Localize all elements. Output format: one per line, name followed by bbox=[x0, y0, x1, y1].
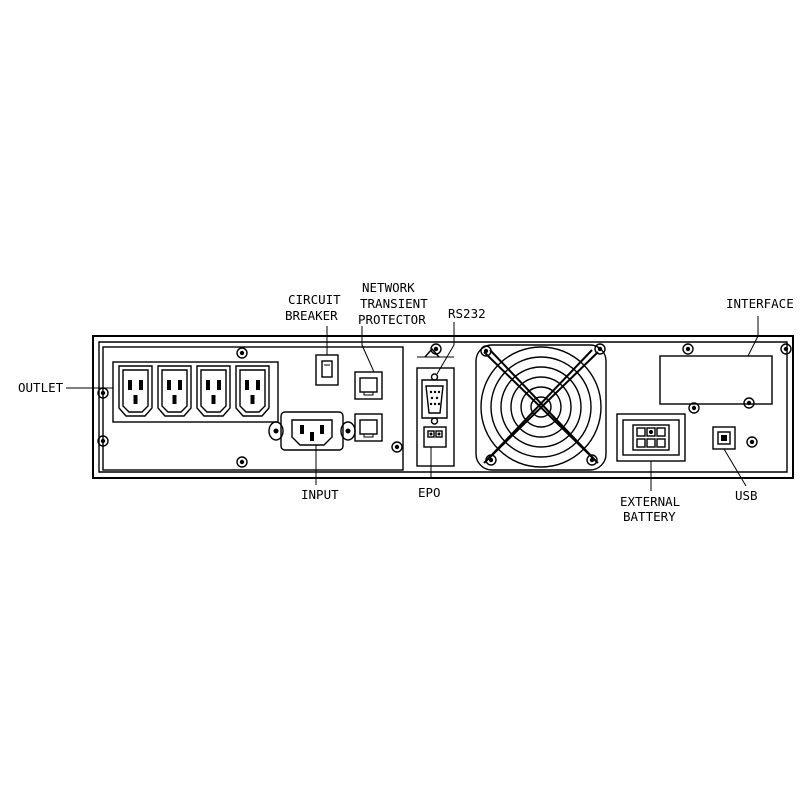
leader-lines bbox=[66, 316, 759, 491]
label-network-line1: NETWORK bbox=[362, 280, 415, 295]
label-battery-line1: EXTERNAL bbox=[620, 494, 680, 509]
label-epo: EPO bbox=[418, 485, 441, 500]
circuit-breaker bbox=[315, 354, 339, 386]
screw bbox=[682, 343, 694, 355]
label-network-line2: TRANSIENT bbox=[360, 296, 428, 311]
label-interface: INTERFACE bbox=[726, 296, 794, 311]
power-panel bbox=[102, 346, 404, 471]
ups-chassis bbox=[92, 335, 794, 479]
label-usb: USB bbox=[735, 488, 758, 503]
iec-outlet bbox=[196, 365, 231, 417]
label-rs232: RS232 bbox=[448, 306, 486, 321]
label-input: INPUT bbox=[301, 487, 339, 502]
outlet-block bbox=[112, 361, 279, 423]
screw bbox=[236, 347, 248, 359]
screw bbox=[743, 397, 755, 409]
external-battery-connector bbox=[616, 413, 686, 462]
screw bbox=[236, 456, 248, 468]
communication-module bbox=[416, 347, 455, 467]
screw bbox=[97, 435, 109, 447]
iec-outlet bbox=[157, 365, 192, 417]
epo-connector bbox=[423, 426, 447, 448]
ac-input-socket bbox=[268, 411, 356, 451]
cooling-fan bbox=[475, 344, 607, 471]
usb-port bbox=[712, 426, 736, 450]
screw bbox=[746, 436, 758, 448]
screw bbox=[391, 441, 403, 453]
label-outlet: OUTLET bbox=[18, 380, 64, 395]
label-network-line3: PROTECTOR bbox=[358, 312, 426, 327]
iec-outlet bbox=[235, 365, 270, 417]
label-circuit-line2: BREAKER bbox=[285, 308, 338, 323]
screw bbox=[780, 343, 792, 355]
callout-labels: CIRCUIT BREAKER NETWORK TRANSIENT PROTEC… bbox=[18, 280, 794, 524]
label-circuit-line1: CIRCUIT bbox=[288, 292, 341, 307]
screw bbox=[688, 402, 700, 414]
iec-outlet bbox=[118, 365, 153, 417]
interface-slot bbox=[659, 355, 773, 405]
network-transient-protector bbox=[354, 371, 383, 442]
panel-screws bbox=[97, 343, 792, 468]
rs232-port bbox=[421, 373, 448, 425]
label-battery-line2: BATTERY bbox=[623, 509, 676, 524]
